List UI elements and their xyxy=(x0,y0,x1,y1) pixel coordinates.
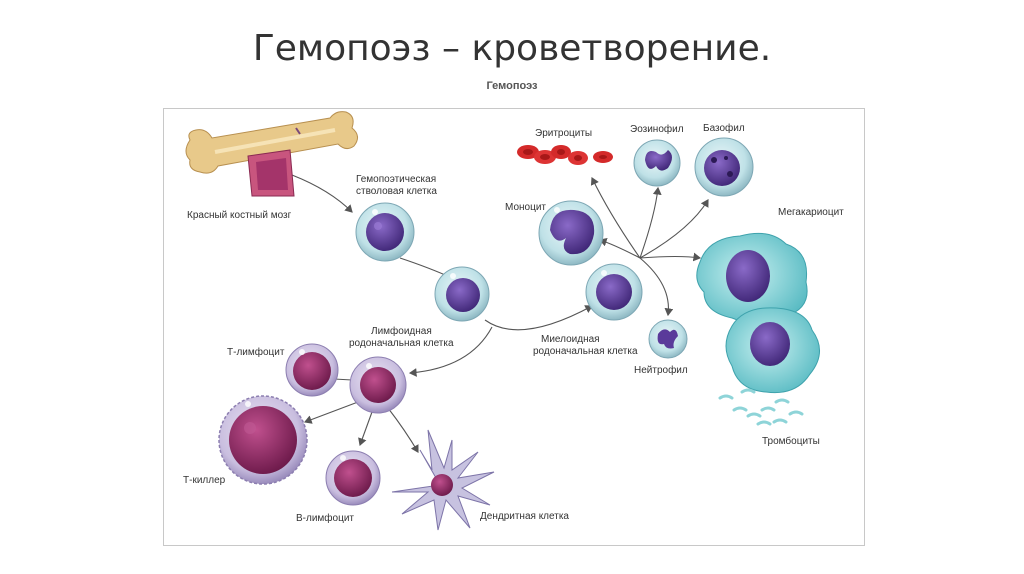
label-t-killer: Т-киллер xyxy=(183,475,226,486)
lymphoid-progenitor-cell xyxy=(350,357,406,413)
dendritic-cell xyxy=(392,430,494,530)
t-killer-cell xyxy=(219,396,307,484)
label-lymphoid-line1: Лимфоидная xyxy=(371,325,432,337)
myeloid-progenitor-cell xyxy=(586,264,642,320)
megakaryocyte-cells xyxy=(697,233,820,392)
stem-cell xyxy=(356,203,414,261)
platelets xyxy=(720,390,802,424)
label-stem-cell-line2: стволовая клетка xyxy=(356,186,437,197)
label-dendritic: Дендритная клетка xyxy=(480,511,569,522)
erythrocytes-cells xyxy=(517,145,613,165)
label-erythrocytes: Эритроциты xyxy=(535,128,592,139)
t-lymphocyte-cell xyxy=(286,344,338,396)
label-myeloid-line1: Миелоидная xyxy=(541,334,600,345)
b-lymphocyte-cell xyxy=(326,451,380,505)
label-stem-cell-line1: Гемопоэтическая xyxy=(356,174,436,185)
progenitor-cell xyxy=(435,267,489,321)
label-megakaryocyte: Мегакариоцит xyxy=(778,207,844,218)
label-eosinophil: Эозинофил xyxy=(630,123,684,135)
label-b-lymphocyte: В-лимфоцит xyxy=(296,512,354,524)
eosinophil-cell xyxy=(634,140,680,186)
monocyte-cell xyxy=(539,201,603,265)
arrows xyxy=(292,175,708,452)
bone-illustration xyxy=(186,112,358,196)
label-t-lymphocyte: Т-лимфоцит xyxy=(227,346,285,358)
label-myeloid-line2: родоначальная клетка xyxy=(533,346,638,357)
label-neutrophil: Нейтрофил xyxy=(634,364,688,376)
label-basophil: Базофил xyxy=(703,122,745,134)
label-red-marrow: Красный костный мозг xyxy=(187,210,292,221)
label-lymphoid-line2: родоначальная клетка xyxy=(349,338,454,349)
label-platelets: Тромбоциты xyxy=(762,435,820,447)
basophil-cell xyxy=(695,138,753,196)
neutrophil-cell xyxy=(649,320,687,358)
label-monocyte: Моноцит xyxy=(505,202,546,213)
